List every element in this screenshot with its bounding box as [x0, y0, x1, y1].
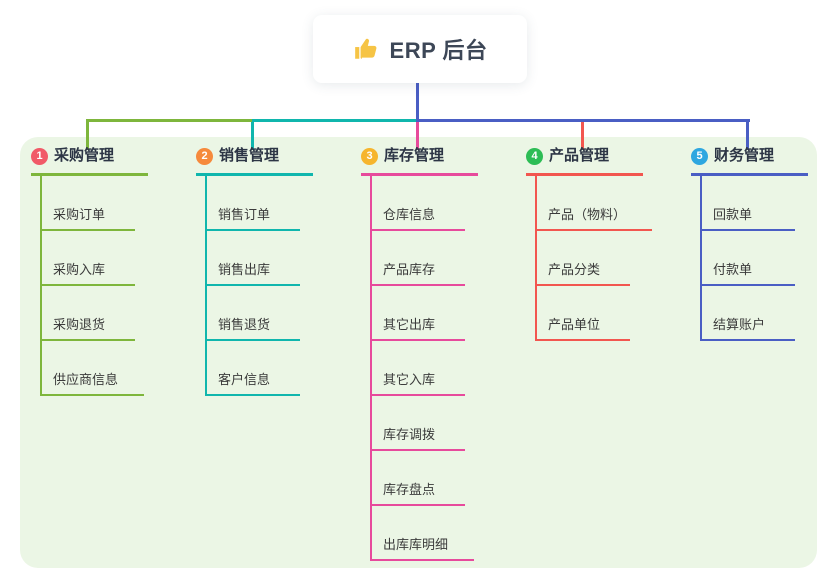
- child-node[interactable]: 产品库存: [370, 231, 465, 286]
- branch-finance: 5 财务管理 回款单 付款单 结算账户: [691, 146, 821, 341]
- root-connector-stem: [416, 83, 419, 122]
- branch-title-purchase[interactable]: 1 采购管理: [31, 146, 148, 176]
- branch-title-label: 财务管理: [714, 147, 775, 164]
- branch-title-finance[interactable]: 5 财务管理: [691, 146, 808, 176]
- connector-bus-left-teal: [252, 119, 417, 122]
- branch-children: 采购订单 采购入库 采购退货 供应商信息: [40, 176, 161, 396]
- child-node[interactable]: 其它入库: [370, 341, 465, 396]
- branch-children: 销售订单 销售出库 销售退货 客户信息: [205, 176, 326, 396]
- thumbs-up-icon: [354, 38, 376, 59]
- branch-title-label: 销售管理: [219, 147, 280, 164]
- branch-badge: 4: [526, 147, 543, 165]
- child-node[interactable]: 库存调拨: [370, 396, 465, 451]
- child-node[interactable]: 结算账户: [700, 286, 795, 341]
- child-node[interactable]: 出库库明细: [370, 506, 475, 561]
- branch-rail: [370, 176, 372, 561]
- child-node[interactable]: 付款单: [700, 231, 795, 286]
- branch-rail: [700, 176, 702, 341]
- branch-rail: [40, 176, 42, 396]
- branch-title-label: 采购管理: [54, 147, 115, 164]
- child-node[interactable]: 客户信息: [205, 341, 300, 396]
- connector-bus-left-green: [87, 119, 252, 122]
- branch-title-product[interactable]: 4 产品管理: [526, 146, 643, 176]
- branch-inventory: 3 库存管理 仓库信息 产品库存 其它出库 其它入库 库存调拨 库存盘点 出库库…: [361, 146, 491, 561]
- child-node[interactable]: 产品（物料）: [535, 176, 653, 231]
- branch-rail: [535, 176, 537, 341]
- branch-children: 仓库信息 产品库存 其它出库 其它入库 库存调拨 库存盘点 出库库明细: [370, 176, 491, 561]
- connector-bus-right-blue: [417, 119, 750, 122]
- branch-badge: 3: [361, 147, 378, 165]
- branch-title-label: 产品管理: [549, 147, 610, 164]
- branch-product: 4 产品管理 产品（物料） 产品分类 产品单位: [526, 146, 656, 341]
- branch-purchase: 1 采购管理 采购订单 采购入库 采购退货 供应商信息: [31, 146, 161, 396]
- child-node[interactable]: 产品单位: [535, 286, 630, 341]
- branch-badge: 5: [691, 147, 708, 165]
- child-node[interactable]: 销售出库: [205, 231, 300, 286]
- child-node[interactable]: 库存盘点: [370, 451, 465, 506]
- child-node[interactable]: 供应商信息: [40, 341, 145, 396]
- child-node[interactable]: 销售订单: [205, 176, 300, 231]
- root-node[interactable]: ERP 后台: [313, 15, 527, 83]
- child-node[interactable]: 其它出库: [370, 286, 465, 341]
- connector-drop-finance: [746, 119, 749, 150]
- connector-drop-product: [581, 119, 584, 150]
- branch-title-sales[interactable]: 2 销售管理: [196, 146, 313, 176]
- connector-drop-purchase: [86, 119, 89, 150]
- branch-children: 产品（物料） 产品分类 产品单位: [535, 176, 656, 341]
- child-node[interactable]: 采购订单: [40, 176, 135, 231]
- child-node[interactable]: 仓库信息: [370, 176, 465, 231]
- child-node[interactable]: 销售退货: [205, 286, 300, 341]
- branches-background-panel: [20, 137, 817, 568]
- branch-children: 回款单 付款单 结算账户: [700, 176, 821, 341]
- branch-badge: 1: [31, 147, 48, 165]
- branch-sales: 2 销售管理 销售订单 销售出库 销售退货 客户信息: [196, 146, 326, 396]
- branch-title-inventory[interactable]: 3 库存管理: [361, 146, 478, 176]
- child-node[interactable]: 采购入库: [40, 231, 135, 286]
- child-node[interactable]: 产品分类: [535, 231, 630, 286]
- child-node[interactable]: 采购退货: [40, 286, 135, 341]
- branch-title-label: 库存管理: [384, 147, 445, 164]
- connector-drop-sales: [251, 119, 254, 150]
- connector-drop-inventory: [416, 119, 419, 150]
- branch-rail: [205, 176, 207, 396]
- child-node[interactable]: 回款单: [700, 176, 795, 231]
- branch-badge: 2: [196, 147, 213, 165]
- root-node-label: ERP 后台: [389, 38, 488, 63]
